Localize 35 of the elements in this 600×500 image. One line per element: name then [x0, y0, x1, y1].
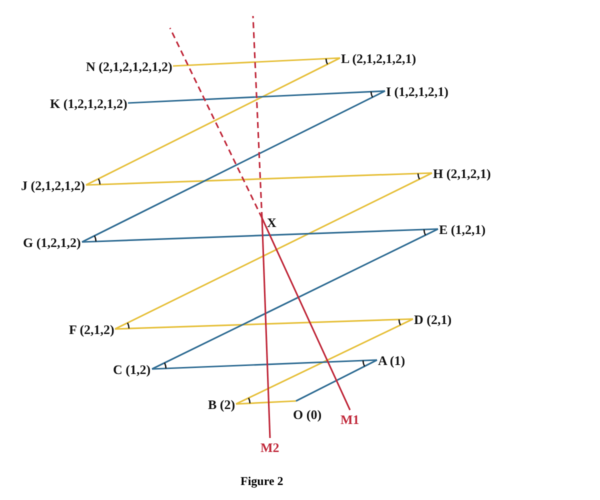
line-segment [86, 172, 432, 186]
line-segment [82, 228, 438, 243]
line-segment [86, 57, 340, 186]
point-label: E (1,2,1) [439, 222, 486, 236]
line-segment [261, 218, 271, 438]
point-label: F (2,1,2) [69, 322, 114, 336]
dashed-line [169, 28, 263, 218]
line-segment [152, 359, 378, 370]
point-label: K (1,2,1,2,1,2) [50, 96, 128, 110]
point-label: D (2,1) [414, 312, 452, 326]
point-label: B (2) [208, 396, 236, 412]
point-label: H (2,1,2,1) [433, 166, 491, 180]
point-label: M1 [340, 412, 360, 427]
point-label: G (1,2,1,2) [23, 234, 81, 250]
line-segment [82, 90, 386, 243]
point-label: O (0) [293, 407, 322, 422]
point-label: A (1) [378, 352, 406, 368]
point-label: M2 [260, 440, 280, 455]
line-segment [152, 228, 438, 370]
point-label: I (1,2,1,2,1) [386, 84, 448, 98]
point-label: L (2,1,2,1,2,1) [341, 50, 416, 66]
point-label: C (1,2) [113, 362, 151, 376]
line-segment [114, 172, 432, 330]
line-segment [236, 400, 296, 405]
point-label: N (2,1,2,1,2,1,2) [86, 58, 172, 74]
point-label: X [267, 215, 276, 230]
dashed-line [252, 16, 263, 218]
point-label: J (2,1,2,1,2) [21, 178, 85, 192]
figure-caption: Figure 2 [240, 474, 284, 489]
line-segment [236, 318, 414, 405]
line-segment [128, 90, 386, 104]
line-segment [114, 318, 414, 330]
line-segment [296, 359, 378, 402]
line-segment [261, 218, 351, 410]
line-segment [172, 57, 340, 67]
